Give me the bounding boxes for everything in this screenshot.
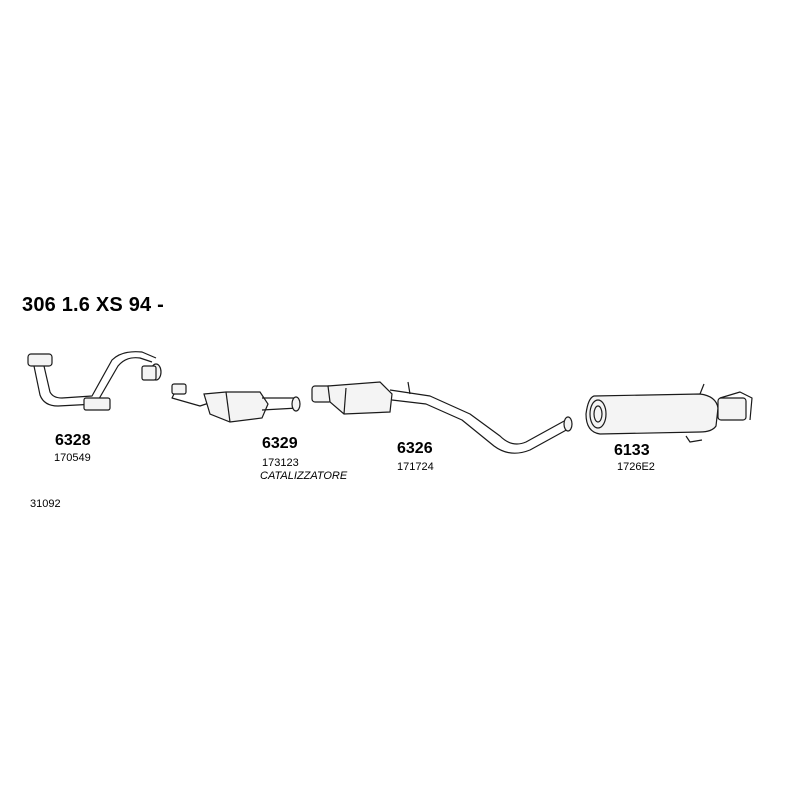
front-pipe-6328 (27, 351, 162, 411)
intermediate-muffler-6326 (311, 381, 573, 454)
part-ref-6328: 170549 (54, 452, 91, 464)
part-code-6329: 6329 (262, 435, 298, 452)
part-code-6326: 6326 (397, 440, 433, 457)
part-ref-6326: 171724 (397, 461, 434, 473)
catalytic-converter-6329 (171, 383, 301, 423)
part-desc-6329: CATALIZZATORE (260, 470, 348, 482)
diagram-number: 31092 (30, 498, 61, 510)
part-code-6133: 6133 (614, 442, 650, 459)
model-title: 306 1.6 XS 94 - (22, 294, 164, 316)
part-ref-6133: 1726E2 (617, 461, 655, 473)
rear-silencer-6133 (585, 383, 753, 443)
part-ref-6329: 173123 (262, 457, 299, 469)
part-code-6328: 6328 (55, 432, 91, 449)
